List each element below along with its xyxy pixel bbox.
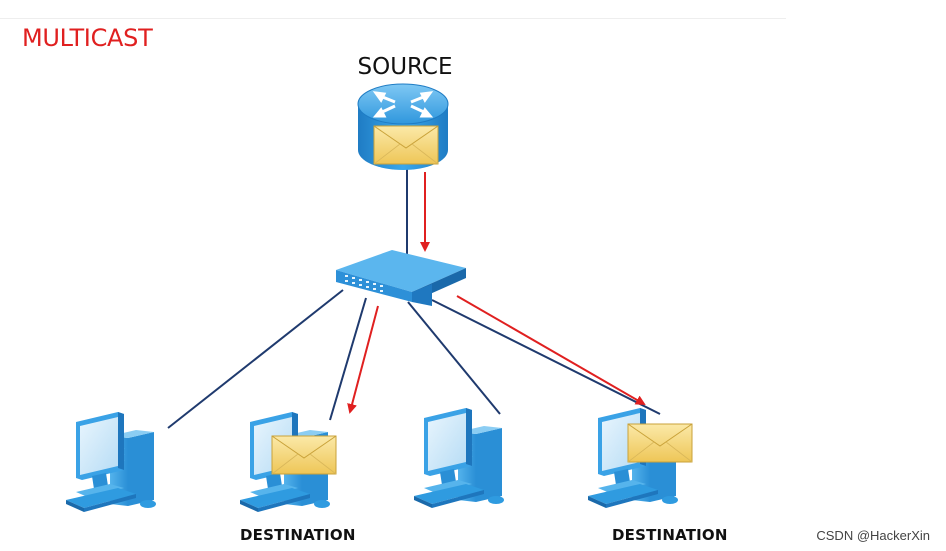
watermark: CSDN @HackerXin: [816, 528, 930, 543]
destination-label-1: DESTINATION: [240, 526, 356, 544]
computer-icon-1: [65, 411, 157, 513]
cable-switch-pc2: [329, 297, 367, 421]
cable-switch-pc1: [167, 289, 344, 429]
arrow-switch-to-dest1: [347, 305, 379, 414]
computer-icon-4: [587, 407, 693, 509]
destination-label-2: DESTINATION: [612, 526, 728, 544]
cable-switch-pc4: [431, 299, 661, 415]
computer-icon-3: [413, 407, 505, 509]
top-divider: [0, 18, 786, 19]
computer-icon-2: [239, 411, 337, 513]
source-label: SOURCE: [357, 54, 453, 80]
cable-switch-pc3: [407, 301, 501, 415]
diagram-title: MULTICAST: [22, 24, 153, 52]
switch-icon: [336, 250, 466, 306]
router-icon: [357, 83, 449, 170]
arrow-switch-to-dest2: [456, 295, 646, 406]
